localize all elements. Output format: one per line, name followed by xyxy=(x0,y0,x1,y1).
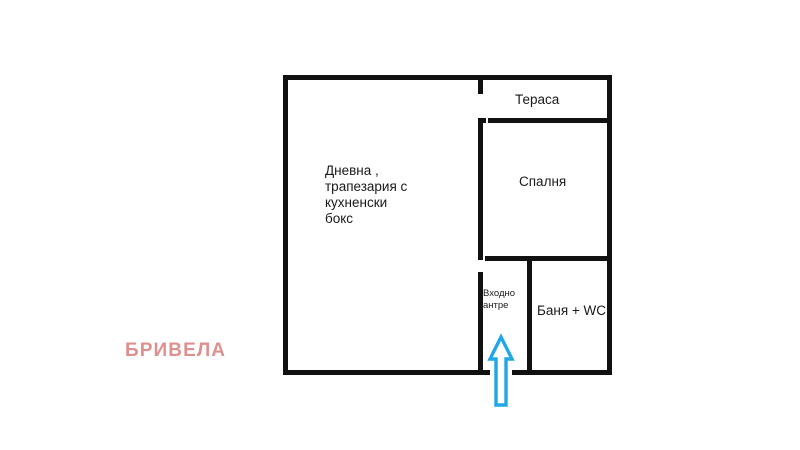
room-label-terrace: Тераса xyxy=(515,92,560,107)
room-label-bathroom-wc: Баня + WC xyxy=(537,303,607,318)
wall-living-terrace-stub xyxy=(478,75,483,94)
room-label-living-dining-kitchen: Дневна , трапезария с кухненски бокс xyxy=(325,163,408,226)
wall-bedroom-bathroom xyxy=(485,256,612,261)
wall-exterior-left xyxy=(283,75,288,375)
watermark-brand: БРИВЕЛА xyxy=(125,340,227,361)
outer-walls xyxy=(283,75,612,375)
wall-exterior-bottom-left xyxy=(283,370,490,375)
wall-hall-bathroom xyxy=(527,261,532,373)
room-label-bedroom: Спалня xyxy=(519,174,567,189)
entrance-arrow xyxy=(487,333,515,407)
wall-terrace-bedroom-nub xyxy=(478,118,486,123)
wall-living-hall xyxy=(478,272,483,372)
room-label-entrance-hall: Входно антре xyxy=(483,288,516,311)
wall-exterior-top xyxy=(283,75,612,80)
wall-terrace-bedroom xyxy=(488,118,612,123)
wall-exterior-right xyxy=(607,75,612,375)
interior-walls xyxy=(478,75,612,373)
wall-exterior-bottom-right xyxy=(512,370,612,375)
wall-living-bedroom xyxy=(478,118,483,260)
